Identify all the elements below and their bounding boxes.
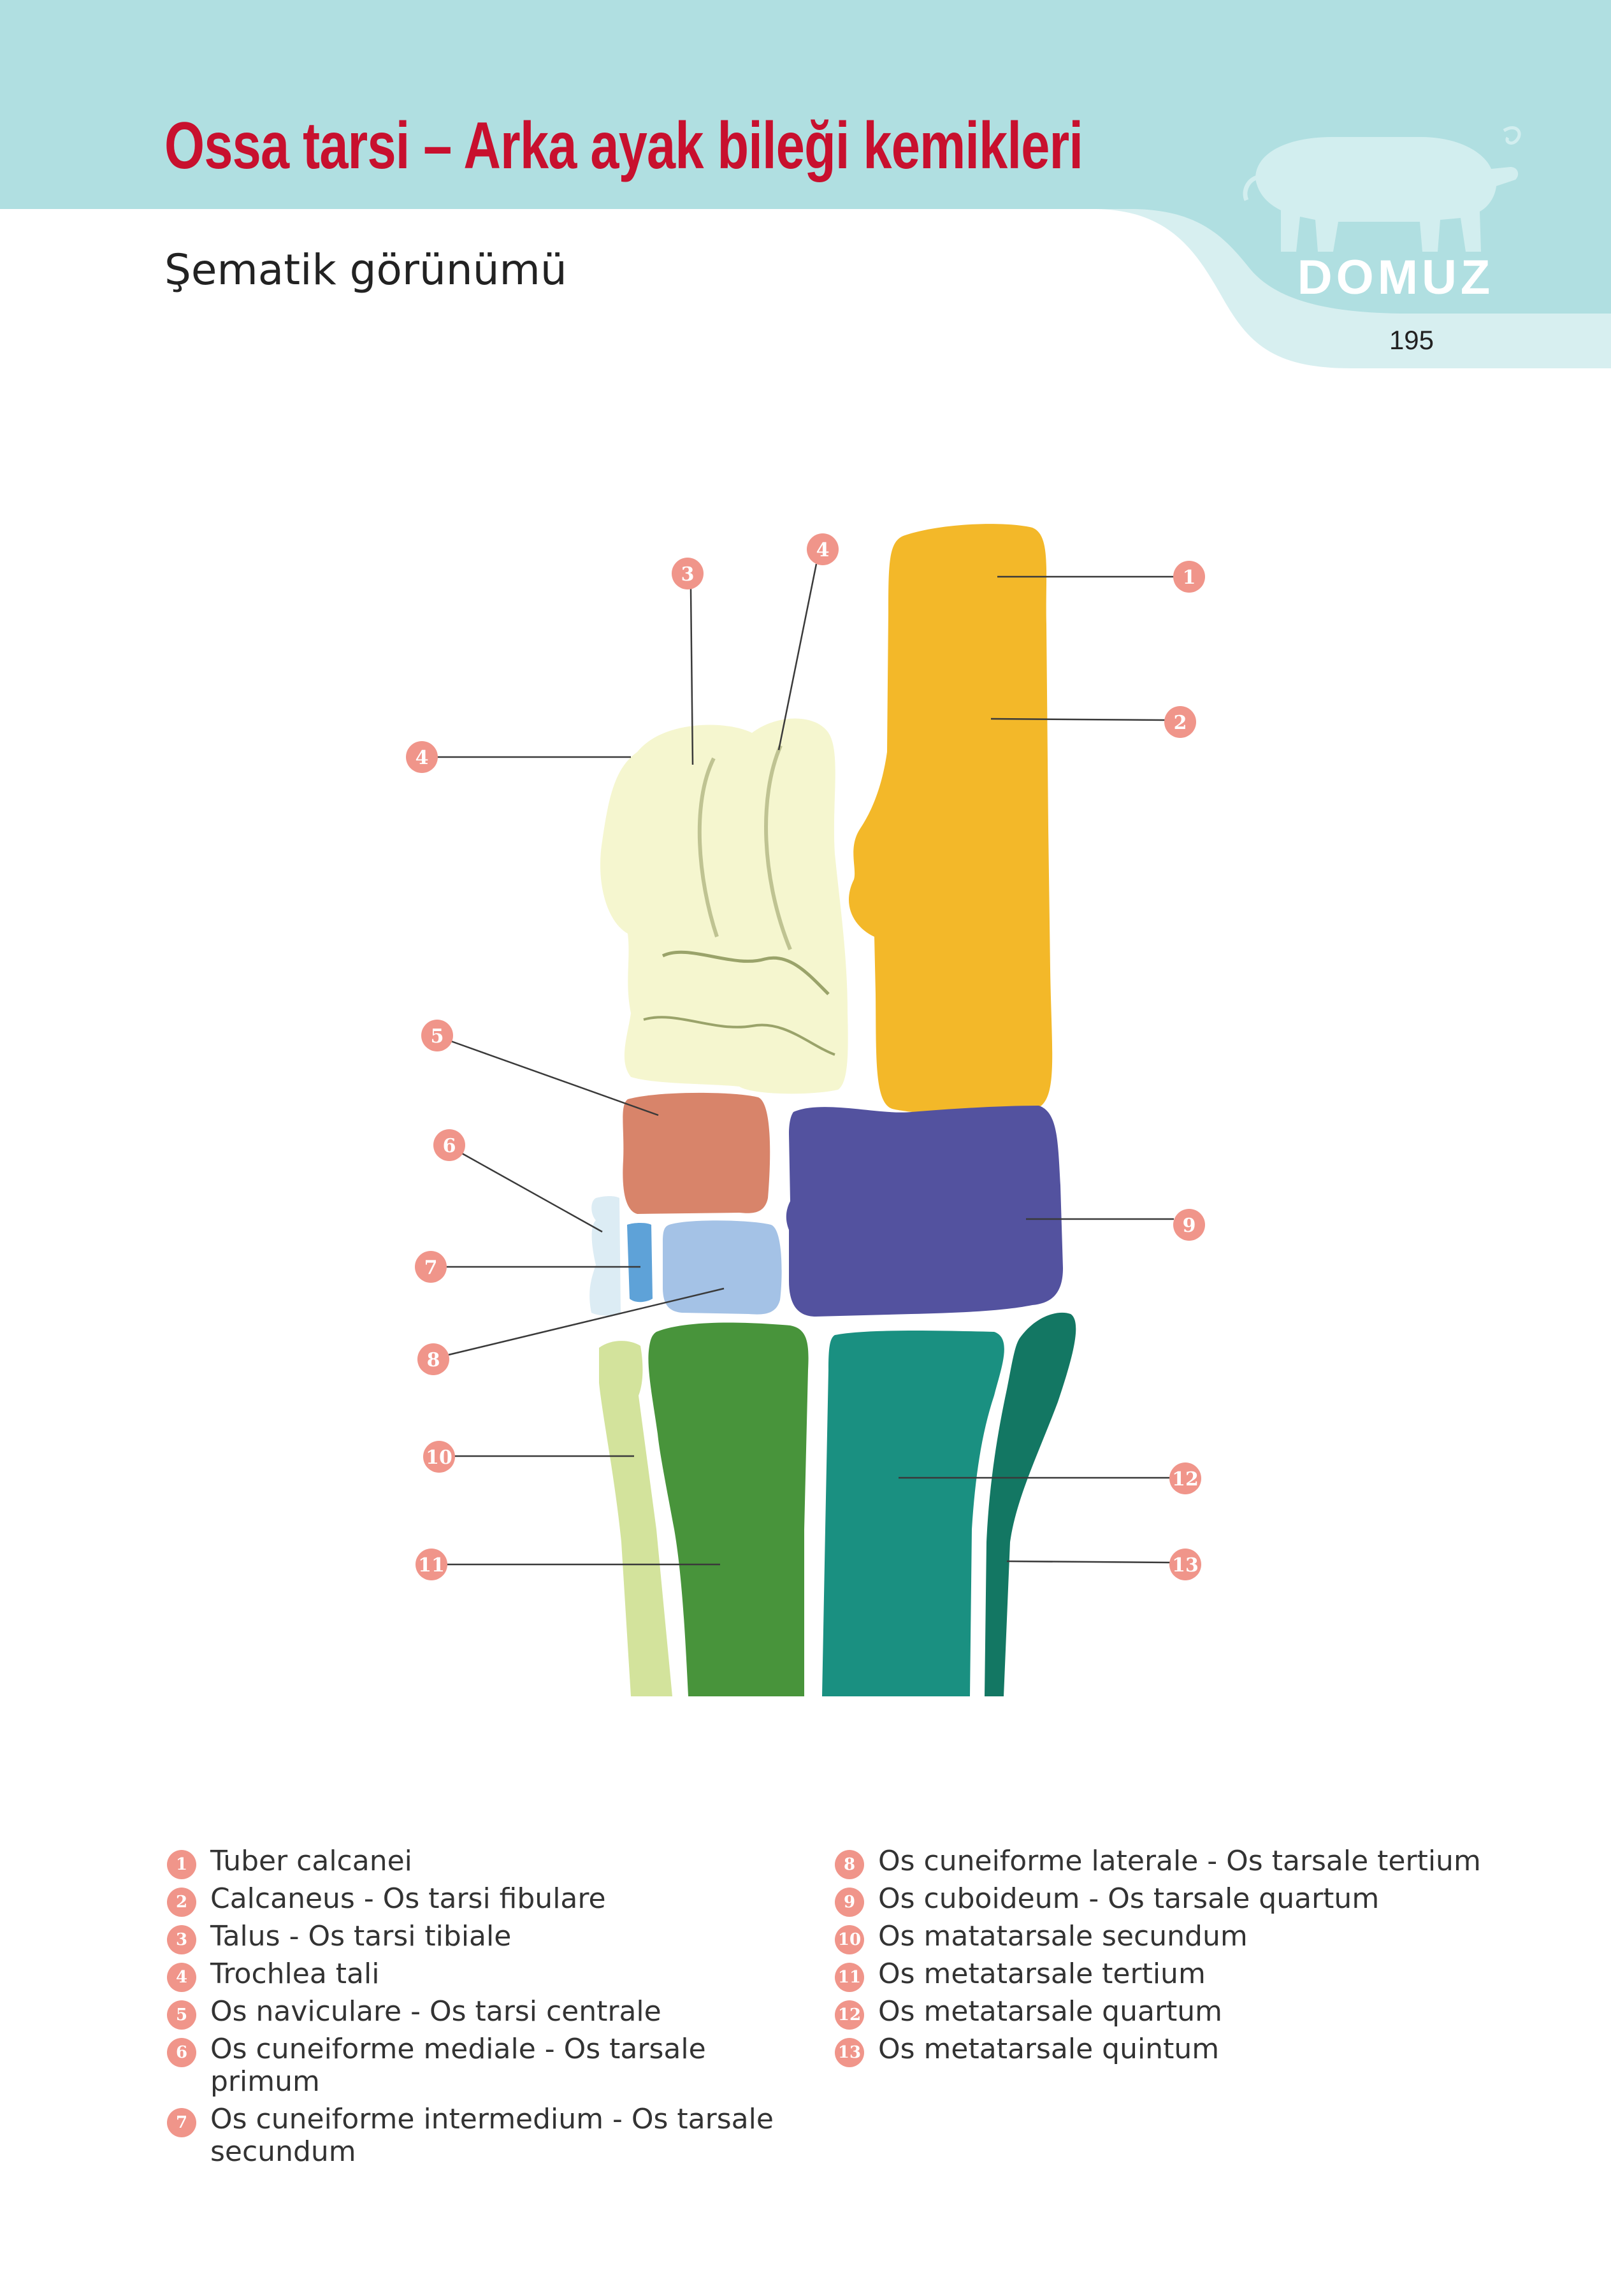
legend-number-badge: 3 bbox=[167, 1925, 196, 1954]
callout-number: 1 bbox=[1183, 567, 1196, 589]
legend-number-badge: 7 bbox=[167, 2108, 196, 2137]
callout-badge bbox=[807, 533, 839, 565]
legend-text: Calcaneus - Os tarsi fibulare bbox=[210, 1882, 606, 1915]
page-subtitle: Şematik görünümü bbox=[164, 245, 567, 294]
callout-badge bbox=[1173, 561, 1205, 593]
callout-badge bbox=[423, 1441, 455, 1473]
legend-number-badge: 5 bbox=[167, 2000, 196, 2030]
metatarsale-4-bone bbox=[822, 1330, 1004, 1696]
callout-number: 11 bbox=[418, 1554, 445, 1577]
species-label: DOMUZ bbox=[1297, 250, 1494, 305]
header-band-main bbox=[0, 0, 1611, 314]
legend-number-badge: 11 bbox=[835, 1963, 864, 1992]
legend-item: 5 Os naviculare - Os tarsi centrale bbox=[167, 1995, 817, 2030]
callout-badge bbox=[1164, 706, 1196, 738]
legend-right-column: 8 Os cuneiforme laterale - Os tarsale te… bbox=[835, 1845, 1536, 2070]
cuneiforme-intermedium-bone bbox=[627, 1223, 653, 1303]
talus-bone bbox=[600, 718, 848, 1094]
callout-number: 4 bbox=[415, 747, 429, 769]
cuboideum-bone bbox=[786, 1106, 1063, 1317]
callout-badge bbox=[1169, 1549, 1201, 1580]
metatarsale-5-bone bbox=[985, 1312, 1076, 1696]
callout-number: 13 bbox=[1172, 1554, 1199, 1577]
talus-contour bbox=[643, 1016, 835, 1056]
callout-badge bbox=[421, 1020, 453, 1051]
callout-number: 4 bbox=[816, 539, 830, 561]
legend-text: Os cuneiforme mediale - Os tarsale primu… bbox=[210, 2033, 706, 2098]
legend-text: Os metatarsale quartum bbox=[878, 1995, 1223, 2028]
legend-number-badge: 10 bbox=[835, 1925, 864, 1954]
legend-text: Os metatarsale tertium bbox=[878, 1958, 1206, 1990]
callout-number: 9 bbox=[1183, 1215, 1196, 1237]
callout-number: 6 bbox=[443, 1135, 456, 1157]
legend-number-badge: 1 bbox=[167, 1850, 196, 1879]
legend-number-badge: 9 bbox=[835, 1888, 864, 1917]
metatarsale-3-bone bbox=[648, 1322, 809, 1696]
legend-item: 10 Os matatarsale secundum bbox=[835, 1920, 1536, 1954]
legend-text: Talus - Os tarsi tibiale bbox=[210, 1920, 512, 1953]
legend-item: 2 Calcaneus - Os tarsi fibulare bbox=[167, 1882, 817, 1917]
legend-item: 8 Os cuneiforme laterale - Os tarsale te… bbox=[835, 1845, 1536, 1879]
callout-number: 10 bbox=[426, 1447, 452, 1469]
legend-item: 6 Os cuneiforme mediale - Os tarsale pri… bbox=[167, 2033, 817, 2098]
legend-item: 1 Tuber calcanei bbox=[167, 1845, 817, 1879]
callout-number: 3 bbox=[681, 563, 695, 586]
legend-text: Os naviculare - Os tarsi centrale bbox=[210, 1995, 661, 2028]
callout-badge bbox=[415, 1549, 447, 1580]
callout-number: 8 bbox=[427, 1349, 440, 1371]
callout-number: 5 bbox=[431, 1025, 444, 1048]
legend-item: 9 Os cuboideum - Os tarsale quartum bbox=[835, 1882, 1536, 1917]
talus-contour bbox=[661, 950, 830, 995]
header-band bbox=[0, 0, 1611, 368]
legend-number-badge: 13 bbox=[835, 2038, 864, 2067]
callout-number: 12 bbox=[1172, 1468, 1199, 1491]
legend-text: Tuber calcanei bbox=[210, 1845, 412, 1877]
legend-left-column: 1 Tuber calcanei 2 Calcaneus - Os tarsi … bbox=[167, 1845, 817, 2173]
callout-badge bbox=[1173, 1209, 1205, 1241]
legend-number-badge: 12 bbox=[835, 2000, 864, 2030]
callout-badge bbox=[406, 741, 438, 773]
trochlea-ridge bbox=[697, 757, 719, 937]
callout-leader-line bbox=[451, 1040, 659, 1116]
callout-leader-line bbox=[1006, 1560, 1171, 1564]
callout-leader-line bbox=[777, 563, 818, 751]
callout-badge bbox=[672, 558, 704, 589]
legend-item: 13 Os metatarsale quintum bbox=[835, 2033, 1536, 2067]
legend-text: Trochlea tali bbox=[210, 1958, 380, 1990]
page-title: Ossa tarsi – Arka ayak bileği kemikleri bbox=[164, 109, 1083, 183]
legend-number-badge: 8 bbox=[835, 1850, 864, 1879]
callout-badge bbox=[433, 1129, 465, 1161]
callout-number: 7 bbox=[424, 1257, 438, 1279]
callout-badge bbox=[415, 1251, 447, 1283]
callout-leader-line bbox=[461, 1152, 603, 1233]
legend-text: Os cuneiforme laterale - Os tarsale tert… bbox=[878, 1845, 1481, 1877]
cuneiforme-laterale-bone bbox=[663, 1220, 782, 1315]
legend-item: 3 Talus - Os tarsi tibiale bbox=[167, 1920, 817, 1954]
cuneiforme-mediale-bone bbox=[589, 1196, 621, 1316]
trochlea-ridge bbox=[764, 744, 792, 951]
legend-item: 12 Os metatarsale quartum bbox=[835, 1995, 1536, 2030]
callout-leader-line bbox=[690, 588, 694, 765]
callout-number: 2 bbox=[1174, 712, 1187, 734]
legend-number-badge: 6 bbox=[167, 2038, 196, 2067]
callout-badge bbox=[1169, 1462, 1201, 1494]
legend-number-badge: 2 bbox=[167, 1888, 196, 1917]
legend-text: Os matatarsale secundum bbox=[878, 1920, 1248, 1953]
legend-item: 11 Os metatarsale tertium bbox=[835, 1958, 1536, 1992]
os-centrale-bone bbox=[623, 1092, 770, 1214]
metatarsale-2-bone bbox=[599, 1341, 672, 1696]
legend-number-badge: 4 bbox=[167, 1963, 196, 1992]
callout-leader-line bbox=[448, 1287, 725, 1356]
callout-badge bbox=[417, 1343, 449, 1375]
page-number: 195 bbox=[1389, 325, 1434, 355]
calcaneus-bone bbox=[848, 524, 1053, 1115]
callout-leader-line bbox=[990, 718, 1166, 721]
legend-text: Os cuneiforme intermedium - Os tarsale s… bbox=[210, 2103, 774, 2168]
legend-text: Os cuboideum - Os tarsale quartum bbox=[878, 1882, 1380, 1915]
legend-text: Os metatarsale quintum bbox=[878, 2033, 1220, 2065]
legend-item: 7 Os cuneiforme intermedium - Os tarsale… bbox=[167, 2103, 817, 2168]
legend-item: 4 Trochlea tali bbox=[167, 1958, 817, 1992]
pig-icon bbox=[1243, 126, 1521, 252]
